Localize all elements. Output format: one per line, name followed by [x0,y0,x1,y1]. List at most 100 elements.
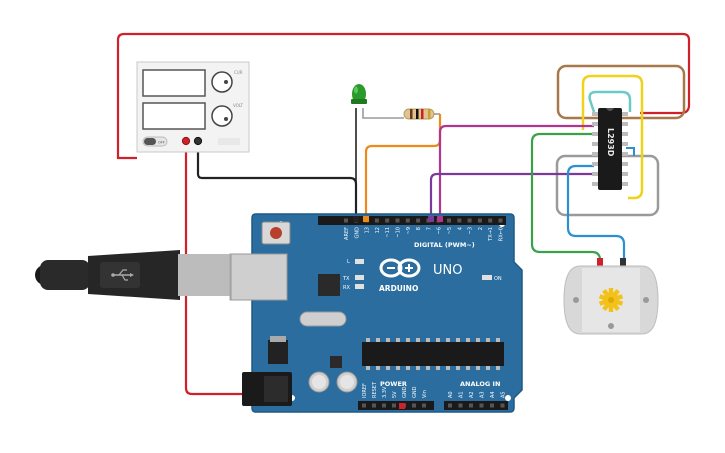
chip-pin[interactable] [592,172,599,176]
wire-green-motor[interactable] [530,132,602,266]
pin-label: A1 [459,391,465,398]
chip-pin[interactable] [621,152,628,156]
pin-hole[interactable] [382,403,386,408]
pin-label: A5 [501,391,507,398]
wire-blue-motor[interactable] [566,164,626,266]
usb-icon [111,269,134,281]
pin-hole[interactable] [395,218,400,223]
brand-label: ARDUINO [379,284,418,293]
pin-hole[interactable] [498,218,503,223]
pin-hole[interactable] [412,403,416,408]
pin-label: A3 [480,391,486,398]
dc-motor-icon[interactable] [563,258,659,335]
pin-label: ~3 [468,227,474,234]
pin-label: GND [412,386,418,398]
arduino-logo-icon [379,258,421,278]
knob-current-icon[interactable] [211,71,233,93]
led-l-label: L [347,259,350,265]
pin-label: A4 [490,391,496,398]
pin-hole[interactable] [392,403,396,408]
chip-pin[interactable] [592,122,599,126]
pin-hole[interactable] [490,403,494,408]
wire-cyan-loop[interactable] [588,90,632,113]
pin-hole[interactable] [422,403,426,408]
pin-hole[interactable] [467,218,472,223]
wire-yellow-loop[interactable] [581,74,644,200]
chip-pin[interactable] [621,142,628,146]
pin-hole[interactable] [458,403,463,408]
analog-header[interactable] [444,401,508,410]
chip-pin[interactable] [621,112,628,116]
terminal-positive[interactable] [181,136,191,146]
pin-hole[interactable] [447,218,451,223]
led-on-label: ON [494,276,502,282]
wire-orange-13[interactable] [364,114,442,220]
wire-purple-7[interactable] [429,172,594,220]
pin-label: 5V [392,391,398,398]
pin-hole[interactable] [416,218,421,223]
pin-hole[interactable] [469,403,473,408]
pin-label: ~5 [447,227,453,234]
pin-label: ~11 [385,227,391,238]
pin-hole[interactable] [374,218,379,223]
pin-label: RX←0 [499,227,505,241]
driver-chip[interactable]: L293D [592,108,628,190]
pin-label: 3.3V [382,386,388,398]
pin-hole[interactable] [385,218,390,223]
chip-pin[interactable] [621,172,628,176]
chip-pin[interactable] [621,122,628,126]
pin-label: GND [354,227,360,239]
chip-pin[interactable] [592,152,599,156]
pin-label: 4 [457,227,463,230]
chip-pin[interactable] [592,162,599,166]
chip-pin[interactable] [621,132,628,136]
knob-voltage-label: VOLT [233,103,243,108]
chip-pin[interactable] [621,162,628,166]
pin-label: ~9 [406,227,412,234]
power-button-label: OFF [158,141,165,145]
knob-voltage-icon[interactable] [211,105,233,127]
pin-label: ~6 [437,227,443,234]
pin-label: 13 [365,227,371,233]
display-bottom [142,102,206,130]
wire-black-gnd[interactable] [196,142,358,218]
resistor[interactable] [403,108,435,120]
pin-label: TX→1 [488,227,494,242]
pin-label: 2 [478,227,484,230]
pin-hole[interactable] [457,218,462,223]
pin-hole[interactable] [479,403,484,408]
power-supply[interactable]: CUR VOLT OFF [136,61,250,153]
wire-blue-stub[interactable] [626,147,635,156]
led[interactable] [351,84,367,104]
led-tx-label: TX [342,276,350,282]
pin-label: 12 [375,227,381,233]
display-top [142,69,206,97]
chip-pin[interactable] [621,182,628,186]
chip-pin[interactable] [592,132,599,136]
pin-hole[interactable] [372,403,376,408]
pin-label: A2 [469,391,475,398]
microcontroller [362,342,504,366]
wire-red-loop[interactable] [116,32,691,160]
pin-hole[interactable] [344,218,348,223]
pin-label: 8 [416,227,422,230]
digital-header[interactable] [318,216,506,225]
pin-hole[interactable] [448,403,452,408]
pin-label: RESET [372,381,378,398]
pin-hole[interactable] [362,403,366,408]
wire-magenta-6[interactable] [438,124,594,220]
chip-pin[interactable] [592,112,599,116]
pin-hole[interactable] [500,403,505,408]
terminal-negative[interactable] [193,136,203,146]
chip-pin[interactable] [592,182,599,186]
analog-label: ANALOG IN [460,380,500,388]
pin-hole[interactable] [477,218,482,223]
pin-label: Vin [422,390,428,398]
wire-led-anode[interactable] [362,108,404,119]
pin-hole[interactable] [405,218,410,223]
pin-hole[interactable] [488,218,493,223]
model-label: UNO [433,263,462,278]
chip-pin[interactable] [592,142,599,146]
